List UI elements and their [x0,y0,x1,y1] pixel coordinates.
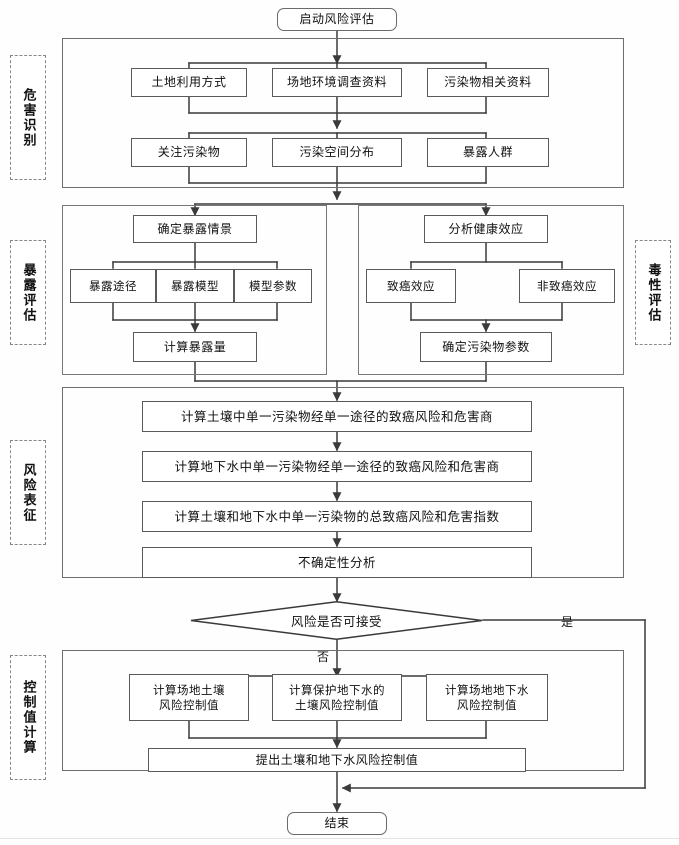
group-exposure-assessment [62,205,327,375]
hazard-box-pollutant-data[interactable]: 污染物相关资料 [427,68,549,97]
toxicity-box-pollutant-parameters[interactable]: 确定污染物参数 [420,332,552,362]
exposure-box-model[interactable]: 暴露模型 [156,269,234,303]
risk-step-soil-single-pathway[interactable]: 计算土壤中单一污染物经单一途径的致癌风险和危害商 [142,401,532,432]
risk-step-uncertainty-analysis[interactable]: 不确定性分析 [142,547,532,578]
hazard-box-land-use[interactable]: 土地利用方式 [131,68,247,97]
group-toxicity-assessment [358,205,624,375]
phase-label-hazard: 危害识别 [10,55,46,180]
control-box-site-soil[interactable]: 计算场地土壤 风险控制值 [129,674,249,721]
phase-label-toxicity: 毒性评估 [635,240,671,345]
phase-label-control: 控制值计算 [10,655,46,780]
decision-diamond-shape [190,601,483,640]
control-box-site-groundwater[interactable]: 计算场地地下水 风险控制值 [426,674,548,721]
footer-divider [0,838,679,839]
phase-label-risk: 风险表征 [10,440,46,545]
hazard-box-spatial-distribution[interactable]: 污染空间分布 [272,138,402,167]
decision-risk-acceptable[interactable]: 风险是否可接受 [190,601,483,640]
exposure-box-calculate-dose[interactable]: 计算暴露量 [133,332,257,362]
exposure-box-pathway[interactable]: 暴露途径 [70,269,156,303]
group-hazard-identification [62,38,624,188]
control-box-propose-values[interactable]: 提出土壤和地下水风险控制值 [148,748,526,772]
control-box-protect-groundwater-soil[interactable]: 计算保护地下水的 土壤风险控制值 [272,674,402,721]
risk-step-groundwater-single-pathway[interactable]: 计算地下水中单一污染物经单一途径的致癌风险和危害商 [142,451,532,482]
toxicity-box-non-carcinogenic[interactable]: 非致癌效应 [519,269,615,303]
start-terminator[interactable]: 启动风险评估 [277,8,397,31]
toxicity-box-carcinogenic[interactable]: 致癌效应 [366,269,456,303]
exposure-box-scenario[interactable]: 确定暴露情景 [133,215,257,243]
risk-step-total-risk-index[interactable]: 计算土壤和地下水中单一污染物的总致癌风险和危害指数 [142,501,532,532]
hazard-box-exposed-population[interactable]: 暴露人群 [427,138,549,167]
branch-label-yes: 是 [561,615,574,629]
phase-label-exposure: 暴露评估 [10,240,46,345]
branch-label-no: 否 [317,650,330,664]
end-terminator[interactable]: 结束 [287,812,387,835]
exposure-box-model-parameters[interactable]: 模型参数 [234,269,312,303]
hazard-box-target-pollutant[interactable]: 关注污染物 [131,138,247,167]
toxicity-box-health-effects[interactable]: 分析健康效应 [424,215,548,243]
hazard-box-site-survey[interactable]: 场地环境调查资料 [272,68,402,97]
